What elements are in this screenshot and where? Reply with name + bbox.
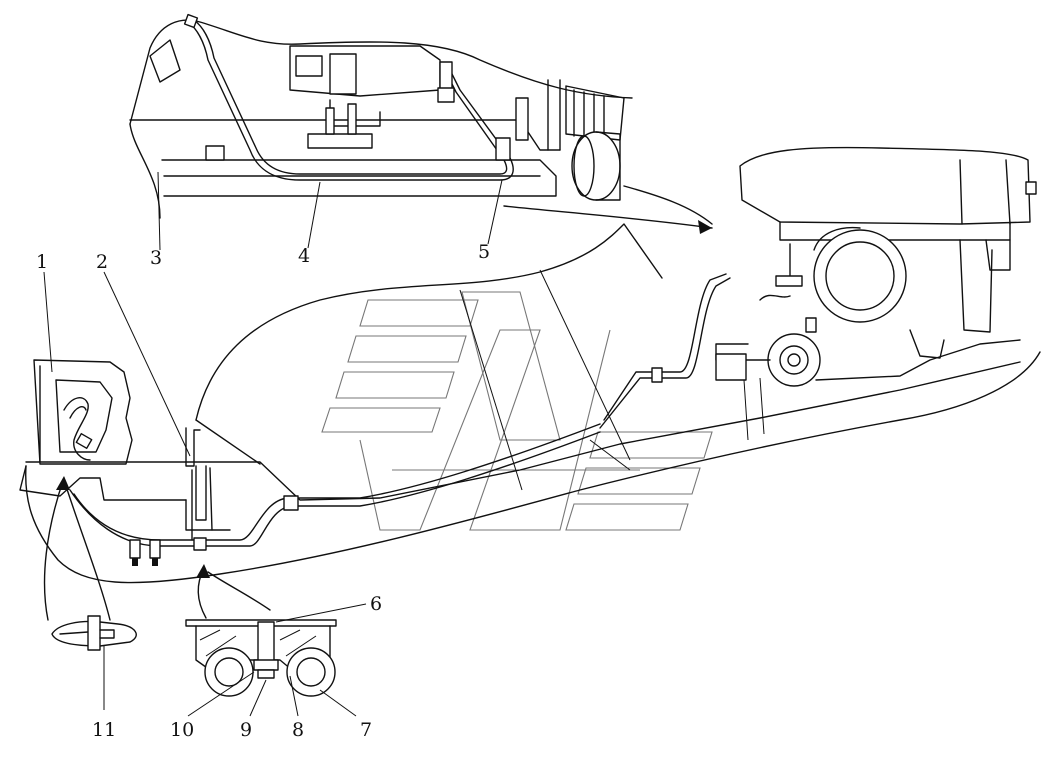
fuel-tank-left [33,359,133,465]
callout-6: 6 [370,593,382,615]
upper-detail-view [129,13,633,219]
engine-assembly [715,146,1037,387]
callout-7: 7 [360,719,372,741]
view-arrows [43,185,713,621]
callout-3: 3 [150,247,162,269]
lower-fuel-pipe [69,273,731,566]
leader-lines [43,171,503,717]
callout-9: 9 [240,719,252,741]
callout-10: 10 [170,719,194,741]
watermark-logo [321,291,713,531]
callout-1: 1 [36,251,48,273]
callout-2: 2 [96,251,108,273]
clamp-detail-section [185,619,337,697]
callout-8: 8 [292,719,304,741]
pipe-support-bracket [185,427,207,521]
callout-labels: 1 2 3 4 5 6 7 8 9 10 11 [36,241,490,741]
callout-4: 4 [298,245,310,267]
clamp-detail-11 [51,615,137,651]
callout-11: 11 [92,719,116,741]
callout-5: 5 [478,241,490,263]
